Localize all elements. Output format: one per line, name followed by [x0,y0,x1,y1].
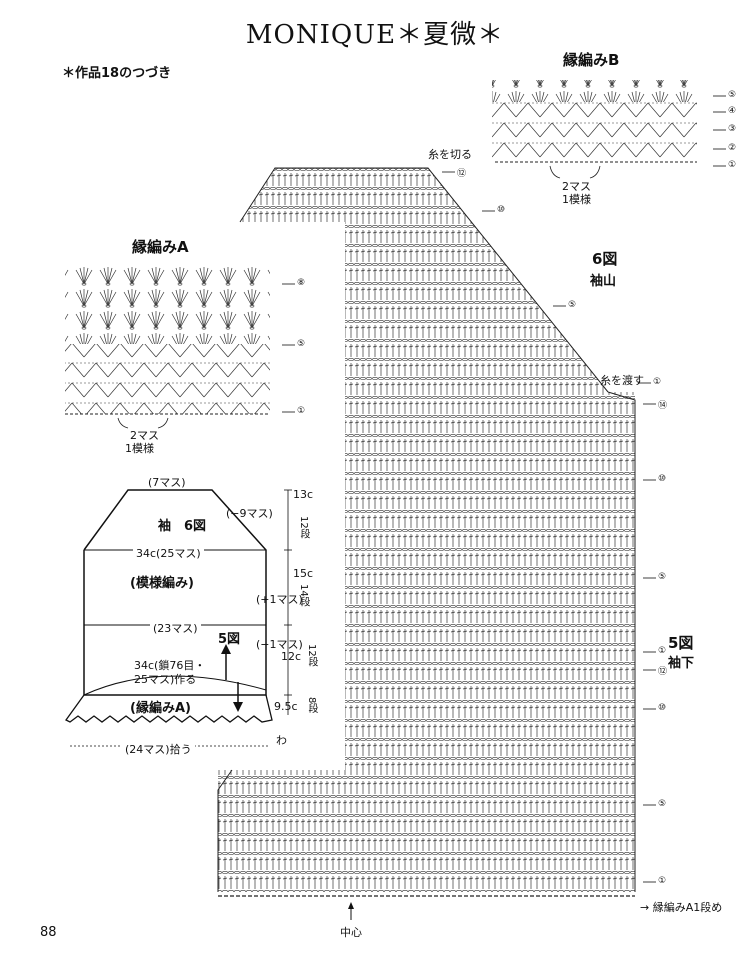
edging-a-chart [65,264,270,429]
row-marker-5-b: ⑤ [658,799,667,809]
row-marker-5-a: ⑤ [658,572,667,582]
schematic-height-12c: 12c [281,650,302,663]
edging-a-title: 縁編みA [132,238,189,256]
schematic-decrease-9: (−9マス) [226,507,273,520]
schematic-width-34c: 34c(25マス) [133,545,204,561]
page-number: 88 [40,925,57,940]
edging-b-row-1: ① [728,160,737,170]
edging-b-row-5: ⑤ [728,90,737,100]
page-subtitle: ＊作品18のつづき [62,66,172,81]
row-marker-12-b: ⑫ [658,667,668,677]
figure-5-sublabel: 袖下 [668,656,695,671]
schematic-height-13c: 13c [293,488,314,501]
row-marker-1-b: ① [658,646,667,656]
figure-5-label: 5図 [668,634,694,652]
schematic-chain-line2: 25マス)作る [134,673,197,686]
edging-a-repeat-count: 2マス [130,429,159,442]
schematic-rows-14: 14段 [298,584,309,607]
row-marker-12-top: ⑫ [457,169,467,179]
row-marker-14: ⑭ [658,401,668,411]
row-marker-10-b: ⑩ [658,703,667,713]
edging-b-row-4: ④ [728,106,737,116]
schematic-mid-width: (23マス) [150,620,201,636]
row-marker-1-c: ① [658,876,667,886]
schematic-height-9-5c: 9.5c [274,700,298,713]
schematic-rows-12: 12段 [298,516,309,539]
center-label: 中心 [340,926,362,939]
schematic-decrease-1: (−1マス) [256,638,303,651]
schematic-pattern-label: (模様編み) [130,576,194,591]
schematic-sleeve-label: 袖 6図 [158,519,207,534]
schematic-increase-1: (+1マス) [256,593,303,606]
edging-a-row-5: ⑤ [297,339,306,349]
sleeve-body-chart [217,391,636,920]
figure-6-label: 6図 [592,250,618,268]
schematic-figure-5: 5図 [218,632,241,647]
edging-start-note: → 縁編みA1段め [640,901,723,914]
row-arrows [282,95,726,883]
schematic-ring-mark: わ [276,734,287,747]
page-title: MONIQUE＊夏微＊ [245,20,505,50]
schematic-height-15c: 15c [293,567,314,580]
schematic-chain-line1: 34c(鎖76目・ [134,659,206,672]
schematic-edging-a: (縁編みA) [130,701,191,716]
edging-b-row-2: ② [728,143,737,153]
edging-a-repeat-label: 1模様 [125,442,154,455]
edging-b-chart [492,80,697,179]
row-marker-10-top: ⑩ [497,205,506,215]
pass-yarn-note: 糸を渡す [600,374,644,387]
edging-b-repeat-label: 1模様 [562,193,591,206]
row-marker-1-cap: ① [653,377,662,387]
edging-b-repeat-count: 2マス [562,180,591,193]
schematic-rows-8: 8段 [306,697,317,714]
edging-b-row-3: ③ [728,124,737,134]
row-marker-5-top: ⑤ [568,300,577,310]
edging-b-title: 縁編みB [563,51,620,69]
edging-a-row-1: ① [297,406,306,416]
row-marker-10-a: ⑩ [658,474,667,484]
edging-a-row-8: ⑧ [297,278,306,288]
schematic-rows-12b: 12段 [306,644,317,667]
figure-6-sublabel: 袖山 [590,274,617,289]
cut-yarn-note: 糸を切る [428,148,472,161]
sleeve-cap-chart [239,167,609,393]
schematic-pick-up: (24マス)拾う [122,741,195,757]
schematic-top-width: (7マス) [148,476,186,489]
